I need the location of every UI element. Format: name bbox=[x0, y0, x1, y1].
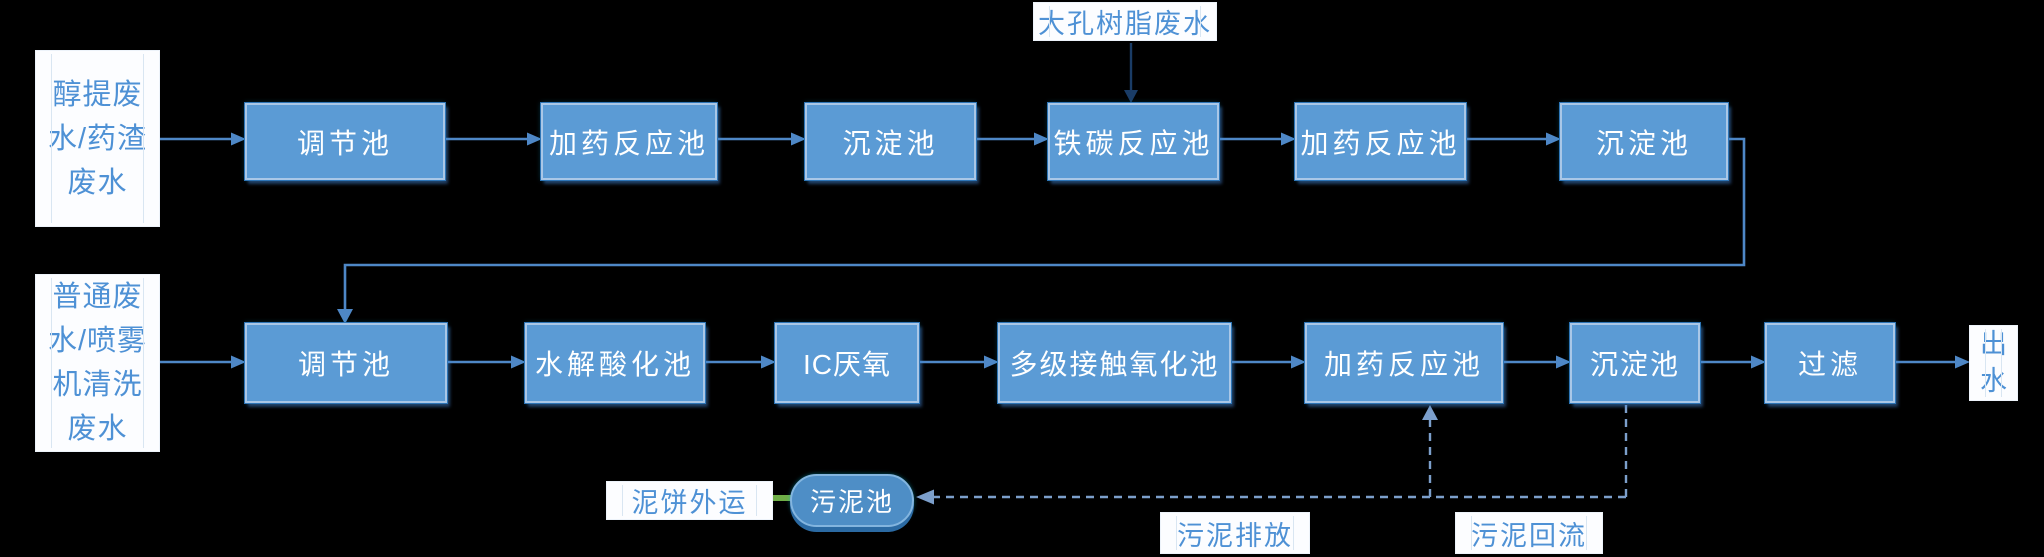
node-label: IC厌氧 bbox=[802, 349, 891, 380]
node-row2-ic-anaerobic: IC厌氧 bbox=[775, 323, 919, 403]
source-box-ordinary-wastewater: 普通废 水/喷雾 机清洗 废水 bbox=[35, 274, 160, 452]
node-label: 过滤 bbox=[1797, 349, 1862, 380]
node-row2-regulation-tank: 调节池 bbox=[245, 323, 447, 403]
node-row1-sedimentation-tank-2: 沉淀池 bbox=[1560, 103, 1728, 180]
sludge-dashed-lines bbox=[934, 405, 1628, 499]
node-row2-filtration: 过滤 bbox=[1765, 323, 1895, 403]
node-label: 水解酸化池 bbox=[534, 349, 695, 380]
node-row1-dosing-reaction-tank-2: 加药反应池 bbox=[1295, 103, 1466, 180]
dashed-arrowheads bbox=[916, 405, 1438, 505]
source-box-alcohol-extraction: 醇提废 水/药渣 废水 bbox=[35, 50, 160, 227]
label-text: 出 水 bbox=[1980, 329, 2007, 396]
node-label: 铁碳反应池 bbox=[1053, 127, 1214, 159]
node-row1-dosing-reaction-tank-1: 加药反应池 bbox=[541, 103, 717, 180]
source-label: 醇提废 水/药渣 废水 bbox=[47, 78, 148, 199]
label-text: 泥饼外运 bbox=[631, 488, 748, 518]
label-sludge-return: 污泥回流 bbox=[1455, 512, 1603, 554]
node-row2-hydrolysis-acidification-tank: 水解酸化池 bbox=[525, 323, 705, 403]
label-text: 污泥排放 bbox=[1177, 520, 1293, 551]
label-text: 大孔树脂废水 bbox=[1038, 9, 1212, 39]
label-text: 污泥回流 bbox=[1471, 520, 1587, 551]
resin-wastewater-arrow bbox=[1124, 43, 1138, 103]
node-row2-sedimentation-tank: 沉淀池 bbox=[1570, 323, 1700, 403]
node-label: 调节池 bbox=[296, 127, 393, 159]
label-sludge-discharge: 污泥排放 bbox=[1160, 512, 1310, 554]
node-label: 加药反应池 bbox=[548, 127, 709, 159]
node-row1-iron-carbon-reaction-tank: 铁碳反应池 bbox=[1048, 103, 1219, 180]
source-label: 普通废 水/喷雾 机清洗 废水 bbox=[47, 281, 148, 445]
node-row2-dosing-reaction-tank: 加药反应池 bbox=[1305, 323, 1503, 403]
node-label: 沉淀池 bbox=[842, 127, 939, 159]
node-label: 沉淀池 bbox=[1595, 127, 1692, 159]
label-sludge-cake-transport: 泥饼外运 bbox=[606, 481, 773, 520]
node-label: 多级接触氧化池 bbox=[1009, 349, 1220, 380]
node-label: 污泥池 bbox=[809, 487, 894, 517]
node-row1-regulation-tank: 调节池 bbox=[245, 103, 445, 180]
node-row2-multistage-contact-oxidation-tank: 多级接触氧化池 bbox=[998, 323, 1231, 403]
node-label: 沉淀池 bbox=[1589, 349, 1680, 380]
label-macroporous-resin-wastewater: 大孔树脂废水 bbox=[1033, 2, 1217, 41]
node-sludge-tank: 污泥池 bbox=[790, 474, 914, 527]
node-label: 加药反应池 bbox=[1300, 127, 1461, 159]
node-label: 调节池 bbox=[297, 349, 394, 380]
node-row1-sedimentation-tank-1: 沉淀池 bbox=[805, 103, 976, 180]
node-label: 加药反应池 bbox=[1323, 349, 1484, 380]
label-effluent: 出 水 bbox=[1969, 325, 2018, 401]
